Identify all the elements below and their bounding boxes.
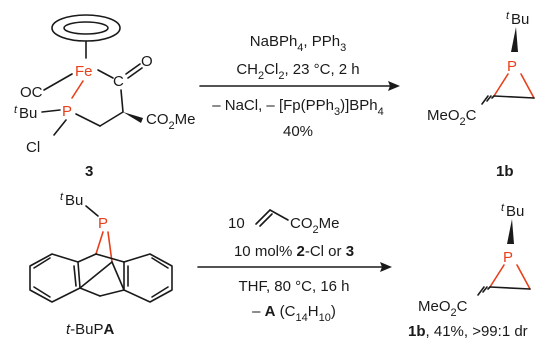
phosphorus-atom: P xyxy=(503,249,513,266)
tert-prefix: t xyxy=(501,202,505,214)
bridge-bond xyxy=(79,261,113,289)
tert-butyl-group: Bu xyxy=(65,192,83,209)
p-c-ring-bond-1 xyxy=(489,264,505,288)
bridge-bond xyxy=(95,253,125,263)
tert-prefix: t xyxy=(506,10,510,22)
aromatic-double-bond xyxy=(151,257,169,269)
methyl-ester-group: CO2Me xyxy=(146,111,195,132)
bridge-bond xyxy=(79,287,101,297)
reagents-text: NaBPh4, PPh3 xyxy=(250,33,346,54)
product-label-yield: 1b, 41%, >99:1 dr xyxy=(408,323,528,340)
carbonyl-double-bond-1 xyxy=(125,63,141,75)
compound-label-3: 3 xyxy=(85,163,93,180)
p-c-ring-bond-2 xyxy=(516,264,531,290)
p-tbu-bond xyxy=(85,205,99,217)
product-1b-top: t Bu P MeO2C 1b xyxy=(427,10,535,180)
phosphorus-atom: P xyxy=(507,58,517,75)
yield-text: 40% xyxy=(283,123,313,140)
right-benzene-ring xyxy=(123,253,173,303)
ring-c-c-bond xyxy=(493,95,535,99)
p-c-ring-bond-1 xyxy=(493,73,509,97)
byproduct-text: – A (C14H10) xyxy=(252,303,336,324)
ester-hash-bond xyxy=(481,95,495,105)
carbonyl-ligand-oc: OC xyxy=(20,84,43,101)
acyl-carbon: C xyxy=(113,73,124,90)
reaction-1-conditions: NaBPh4, PPh3 CH2Cl2, 23 °C, 2 h – NaCl, … xyxy=(199,33,400,140)
methyl-ester-group: MeO2C xyxy=(418,298,468,319)
ch2-chiral-carbon-bond xyxy=(99,111,124,127)
catalyst-text: 10 mol% 2-Cl or 3 xyxy=(234,243,354,260)
reaction-arrow-2-head xyxy=(380,262,392,272)
bridge-bond xyxy=(77,253,97,263)
left-benzene-ring xyxy=(29,253,81,303)
cyclopentadienyl-ring xyxy=(51,14,121,42)
compound-tBuPA: t Bu P t-BuPA xyxy=(29,191,173,338)
ester-wedge-bond xyxy=(123,112,143,123)
bridge-bond xyxy=(111,261,125,291)
p-c-ring-bond-2 xyxy=(520,73,535,99)
acyl-chiral-carbon-bond xyxy=(120,89,124,113)
chlorine-atom: Cl xyxy=(26,139,40,156)
reaction-2-conditions: 10 CO2Me 10 mol% 2-Cl or 3 THF, 80 °C, 1… xyxy=(197,209,392,324)
p-bridgehead-bond-1 xyxy=(95,231,104,255)
aromatic-double-bond xyxy=(33,286,51,298)
methyl-ester-group: MeO2C xyxy=(427,107,477,128)
ring-c-c-bond xyxy=(489,286,531,290)
aromatic-double-bond xyxy=(33,257,51,269)
tert-butyl-group: Bu xyxy=(506,203,524,220)
phosphorus-atom: P xyxy=(62,103,72,120)
phosphorus-atom: P xyxy=(98,215,108,232)
compound-label-tBuPA: t-BuPA xyxy=(66,321,115,338)
tbu-wedge-bond xyxy=(507,219,514,244)
alkene-equiv-text: 10 xyxy=(228,215,245,232)
tert-prefix: t xyxy=(60,191,64,203)
compound-3: Fe OC C O P t Bu Cl CO2Me 3 xyxy=(14,14,195,180)
p-ch2-bond xyxy=(75,113,101,127)
tbu-wedge-bond xyxy=(511,27,518,52)
p-bridgehead-bond-2 xyxy=(107,231,113,263)
p-cl-bond xyxy=(53,119,67,136)
product-1b-bottom: t Bu P MeO2C 1b, 41%, >99:1 dr xyxy=(408,202,531,340)
methyl-acrylate xyxy=(255,209,289,227)
carbonyl-oxygen: O xyxy=(141,53,153,70)
fe-co-bond xyxy=(43,73,73,91)
cyclopentadienyl-aromatic-circle xyxy=(63,21,109,35)
bridge-bond xyxy=(99,289,125,297)
reaction-arrow-1-head xyxy=(388,81,400,91)
tert-butyl-group: Bu xyxy=(19,105,37,122)
tert-butyl-group: Bu xyxy=(511,11,529,28)
tert-prefix: t xyxy=(14,104,18,116)
p-tbu-bond xyxy=(41,109,61,113)
conditions-text: THF, 80 °C, 16 h xyxy=(238,278,349,295)
ester-hash-bond xyxy=(477,286,491,296)
byproduct-text: – NaCl, – [Fp(PPh3)]BPh4 xyxy=(212,97,383,118)
carbonyl-double-bond-2 xyxy=(127,67,143,79)
fe-acyl-bond xyxy=(97,69,114,79)
aromatic-double-bond xyxy=(151,286,169,298)
iron-atom: Fe xyxy=(75,63,93,80)
solvent-conditions-text: CH2Cl2, 23 °C, 2 h xyxy=(236,61,359,82)
acrylate-ester-text: CO2Me xyxy=(290,215,339,236)
compound-label-1b: 1b xyxy=(496,163,514,180)
aromatic-double-bond xyxy=(73,265,77,287)
fe-phosphorus-bond xyxy=(71,80,84,99)
